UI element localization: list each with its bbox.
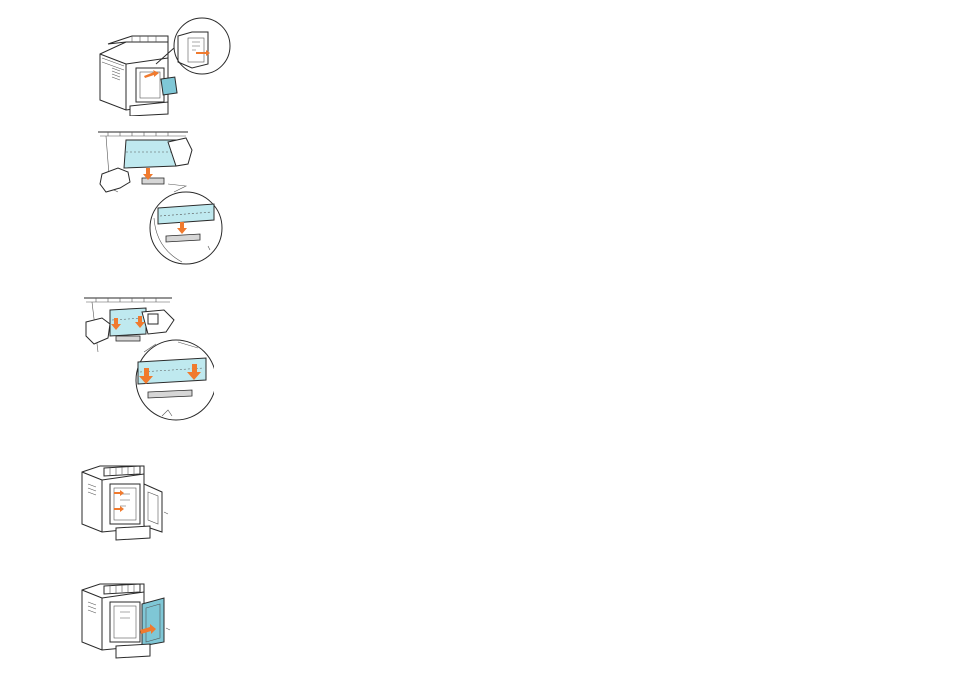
step-3-press-memory-card-down [82, 292, 214, 424]
step-4-printer-rear-board-cover-open [80, 462, 172, 542]
memory-card-press-illustration [82, 292, 214, 424]
memory-card-insert-illustration [96, 128, 226, 266]
step-1-printer-rear-open-with-board [96, 14, 232, 116]
step-2-insert-memory-card-into-slot [96, 128, 226, 266]
printer-rear-memory-card-illustration [96, 14, 232, 116]
printer-rear-cover-close-illustration [80, 580, 174, 660]
step-5-close-board-cover [80, 580, 174, 660]
printer-rear-cover-open-illustration [80, 462, 172, 542]
